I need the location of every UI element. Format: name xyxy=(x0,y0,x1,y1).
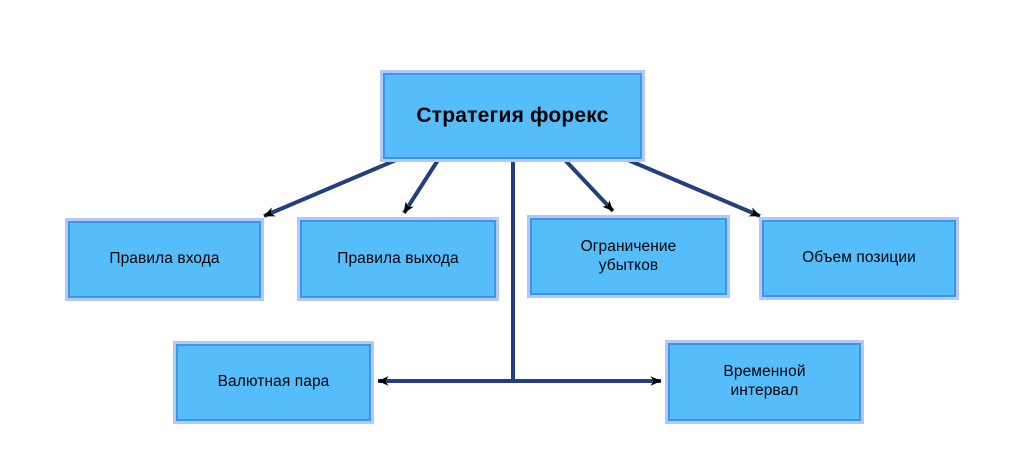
node-entry-rules[interactable]: Правила входа xyxy=(65,218,264,301)
node-exit-rules[interactable]: Правила выхода xyxy=(297,217,499,301)
edge-root-to-volume xyxy=(627,158,761,218)
node-time-interval[interactable]: Временной интервал xyxy=(665,340,864,424)
node-label: Правила выхода xyxy=(337,249,459,267)
node-position-volume[interactable]: Объем позиции xyxy=(759,217,959,300)
node-label: Временной интервал xyxy=(723,363,806,399)
edge-root-to-exit xyxy=(402,158,440,215)
node-label: Валютная пара xyxy=(217,373,330,391)
node-loss-limit[interactable]: Ограничение убытков xyxy=(527,215,730,298)
node-label: Правила входа xyxy=(109,250,220,268)
edge-root-to-bottom-pair-and-time xyxy=(377,158,662,386)
node-label: Стратегия форекс xyxy=(416,104,609,128)
node-label: Объем позиции xyxy=(802,249,916,267)
node-strategy-root[interactable]: Стратегия форекс xyxy=(380,70,645,162)
node-currency-pair[interactable]: Валютная пара xyxy=(173,341,374,424)
node-label: Ограничение убытков xyxy=(580,237,677,274)
edge-root-to-stop xyxy=(563,158,615,213)
edge-root-to-entry xyxy=(263,158,397,218)
